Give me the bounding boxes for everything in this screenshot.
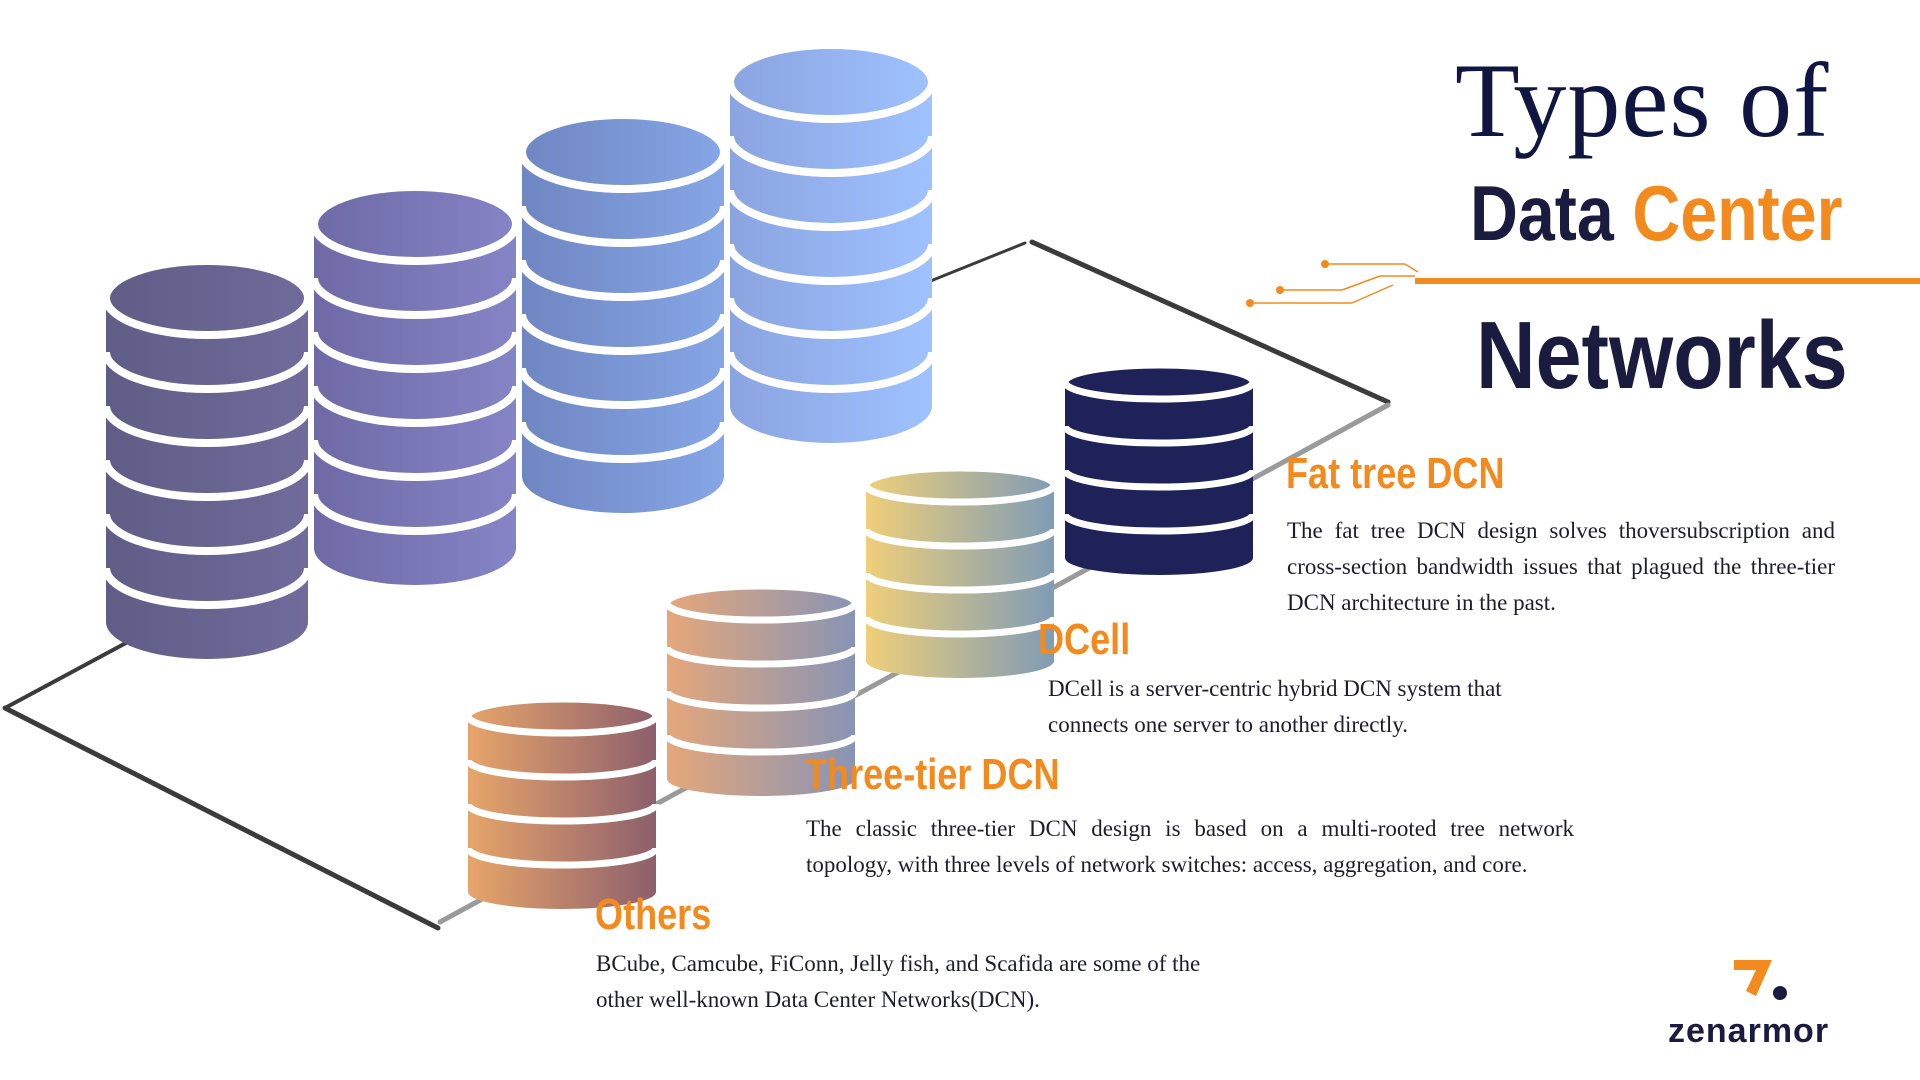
title-data-word: Data [1470,169,1614,257]
database-stack-2 [310,183,520,585]
three-tier-description: The classic three-tier DCN design is bas… [806,816,1574,877]
title-types-of: Types of [1455,42,1830,159]
database-stack-4 [726,41,936,443]
database-stack-1 [102,257,312,659]
database-stack-3 [518,111,728,513]
fat-tree-heading: Fat tree DCN [1286,449,1505,498]
three-tier-database [663,582,859,796]
fat-tree-description: The fat tree DCN design solves thoversub… [1287,518,1835,615]
others-description: BCube, Camcube, FiConn, Jelly fish, and … [596,951,1201,1012]
three-tier-heading: Three-tier DCN [805,750,1060,799]
dcell-description: DCell is a server-centric hybrid DCN sys… [1048,676,1502,737]
others-heading: Others [595,890,712,939]
brand-name: zenarmor [1668,1012,1830,1050]
dcell-heading: DCell [1038,615,1131,664]
others-database [464,695,660,909]
dcell-database [862,464,1058,678]
zenarmor-logo-icon [1734,960,1787,1000]
title-center-word: Center [1632,169,1843,257]
circuit-connector-decoration [1246,260,1920,307]
database-stacks [102,41,1257,909]
title-networks: Networks [1476,302,1848,409]
fat-tree-database [1061,361,1257,575]
